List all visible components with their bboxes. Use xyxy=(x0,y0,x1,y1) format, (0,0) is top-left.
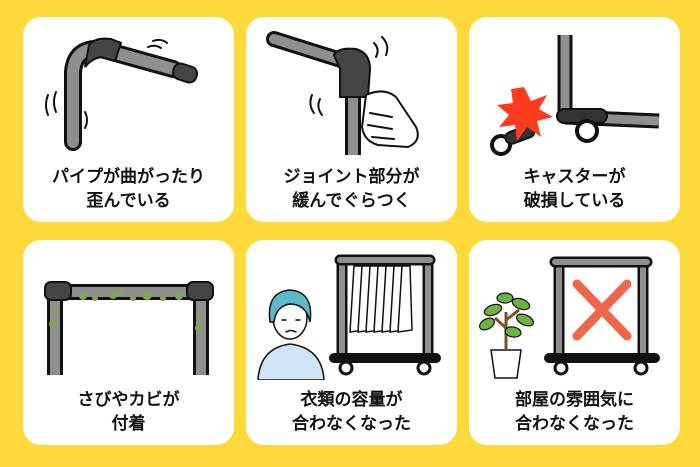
caption-line-2: 歪んでいる xyxy=(86,191,171,211)
caption-loose-joint: ジョイント部分が 緩んでぐらつく xyxy=(246,165,457,213)
caption-line-1: 衣類の容量が xyxy=(300,390,403,410)
rack-cross-icon xyxy=(479,256,660,379)
caption-line-1: ジョイント部分が xyxy=(283,167,420,187)
caption-line-2: 緩んでぐらつく xyxy=(292,191,411,211)
caption-bent-pipe: パイプが曲がったり 歪んでいる xyxy=(23,165,234,213)
card-capacity: 衣類の容量が 合わなくなった xyxy=(246,240,457,445)
caption-interior: 部屋の雰囲気に 合わなくなった xyxy=(469,388,680,436)
caption-line-1: 部屋の雰囲気に xyxy=(515,390,634,410)
caption-capacity: 衣類の容量が 合わなくなった xyxy=(246,388,457,436)
caption-line-1: さびやカビが xyxy=(77,390,180,410)
bent-pipe-icon xyxy=(45,37,199,151)
worried-person-rack-icon xyxy=(257,254,441,380)
caption-line-2: 破損している xyxy=(523,191,626,211)
caption-rust-mold: さびやカビが 付着 xyxy=(23,388,234,436)
caption-line-1: キャスターが xyxy=(523,167,626,187)
caption-broken-caster: キャスターが 破損している xyxy=(469,165,680,213)
caption-line-2: 合わなくなった xyxy=(515,414,634,434)
loose-joint-icon xyxy=(266,31,419,155)
card-bent-pipe: パイプが曲がったり 歪んでいる xyxy=(23,17,234,222)
card-rust-mold: さびやカビが 付着 xyxy=(23,240,234,445)
rusty-frame-icon xyxy=(44,281,214,375)
card-broken-caster: キャスターが 破損している xyxy=(469,17,680,222)
broken-caster-icon xyxy=(490,35,660,156)
card-interior: 部屋の雰囲気に 合わなくなった xyxy=(469,240,680,445)
cross-mark xyxy=(572,279,632,341)
card-loose-joint: ジョイント部分が 緩んでぐらつく xyxy=(246,17,457,222)
caption-line-2: 付着 xyxy=(111,414,146,434)
caption-line-2: 合わなくなった xyxy=(292,414,411,434)
damage-star xyxy=(497,87,553,141)
caption-line-1: パイプが曲がったり xyxy=(52,167,205,187)
